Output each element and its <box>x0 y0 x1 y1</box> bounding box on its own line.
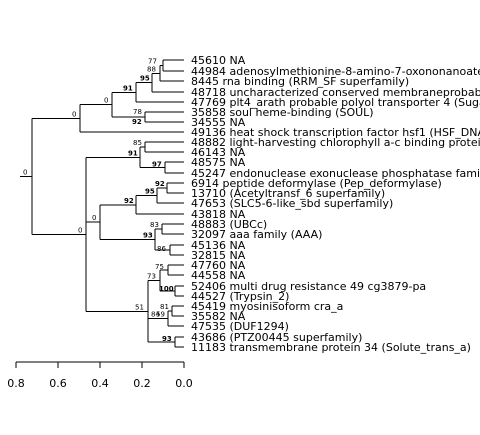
leaf-label: 45610 NA <box>191 54 246 67</box>
leaf-label: 11183 transmembrane protein 34 (Solute_t… <box>191 341 471 354</box>
support-values: 7788959178920085979192959283869307510073… <box>23 58 174 344</box>
distance-axis: 0.8 0.6 0.4 0.2 0.0 <box>7 361 193 390</box>
leaf-label: 48575 NA <box>191 156 246 169</box>
support-value: 100 <box>159 285 174 293</box>
leaf-label: 46143 NA <box>191 146 246 159</box>
support-value: 95 <box>145 188 155 196</box>
support-value: 83 <box>150 221 159 229</box>
leaf-label: 48882 light-harvesting chlorophyll a-c b… <box>191 136 480 149</box>
support-value: 0 <box>78 226 82 234</box>
axis-tick-label: 0.4 <box>91 377 109 390</box>
leaf-label: 43686 (PTZ00445 superfamily) <box>191 331 362 344</box>
support-value: 77 <box>148 58 157 66</box>
support-value: 92 <box>155 180 165 188</box>
leaf-label: 48718 uncharacterized conserved membrane… <box>191 86 480 99</box>
support-value: 85 <box>133 139 142 147</box>
leaf-label: 47760 NA <box>191 259 246 272</box>
leaf-label: 35582 NA <box>191 310 246 323</box>
leaf-label: 52406 multi drug resistance 49 cg3879-pa <box>191 280 426 293</box>
axis-tick-label: 0.8 <box>7 377 25 390</box>
support-value: 0 <box>92 214 96 222</box>
support-value: 0 <box>104 97 108 105</box>
support-value: 91 <box>128 149 138 157</box>
support-value: 93 <box>162 335 172 343</box>
leaf-label: 47653 (SLC5-6-like_sbd superfamily) <box>191 197 393 210</box>
support-value: 75 <box>155 263 164 271</box>
axis-tick-label: 0.0 <box>175 377 193 390</box>
leaf-label: 43818 NA <box>191 208 246 221</box>
leaf-label: 49136 heat shock transcription factor hs… <box>191 126 480 139</box>
support-value: 73 <box>147 273 156 281</box>
leaf-label: 45419 myosinisoform cra_a <box>191 300 343 313</box>
support-value: 88 <box>147 65 156 73</box>
support-value: 95 <box>140 75 150 83</box>
leaf-label: 8445 rna binding (RRM_SF superfamily) <box>191 75 409 88</box>
leaf-label: 44558 NA <box>191 269 246 282</box>
axis-tick-label: 0.6 <box>49 377 67 390</box>
leaf-label: 48883 (UBCc) <box>191 218 267 231</box>
leaf-label: 45136 NA <box>191 239 246 252</box>
support-value: 81 <box>160 303 169 311</box>
leaf-label: 45247 endonuclease exonuclease phosphata… <box>191 167 480 180</box>
leaf-label: 44527 (Trypsin_2) <box>191 290 289 303</box>
leaf-label: 44984 adenosylmethionine-8-amino-7-oxono… <box>191 65 480 78</box>
support-value: 92 <box>124 197 134 205</box>
leaf-label: 32097 aaa family (AAA) <box>191 228 322 241</box>
support-value: 93 <box>143 232 153 240</box>
leaf-label: 34555 NA <box>191 116 246 129</box>
support-value: 84 <box>151 311 160 319</box>
support-value: 59 <box>156 311 165 319</box>
leaf-label: 32815 NA <box>191 249 246 262</box>
support-value: 86 <box>157 245 166 253</box>
support-value: 91 <box>123 84 133 92</box>
support-value: 78 <box>133 108 142 116</box>
tree-branches <box>20 59 184 348</box>
axis-tick-label: 0.2 <box>133 377 151 390</box>
support-value: 51 <box>135 303 144 311</box>
leaf-label: 47535 (DUF1294) <box>191 320 289 333</box>
support-value: 0 <box>72 110 76 118</box>
leaf-label: 13710 (Acetyltransf_6 superfamily) <box>191 187 385 200</box>
support-value: 92 <box>132 118 142 126</box>
support-value: 0 <box>23 168 27 176</box>
support-value: 97 <box>152 161 162 169</box>
leaf-label: 35858 soul heme-binding (SOUL) <box>191 106 374 119</box>
leaf-label: 47769 plt4_arath probable polyol transpo… <box>191 96 480 109</box>
leaf-label: 6914 peptide deformylase (Pep_deformylas… <box>191 177 442 190</box>
